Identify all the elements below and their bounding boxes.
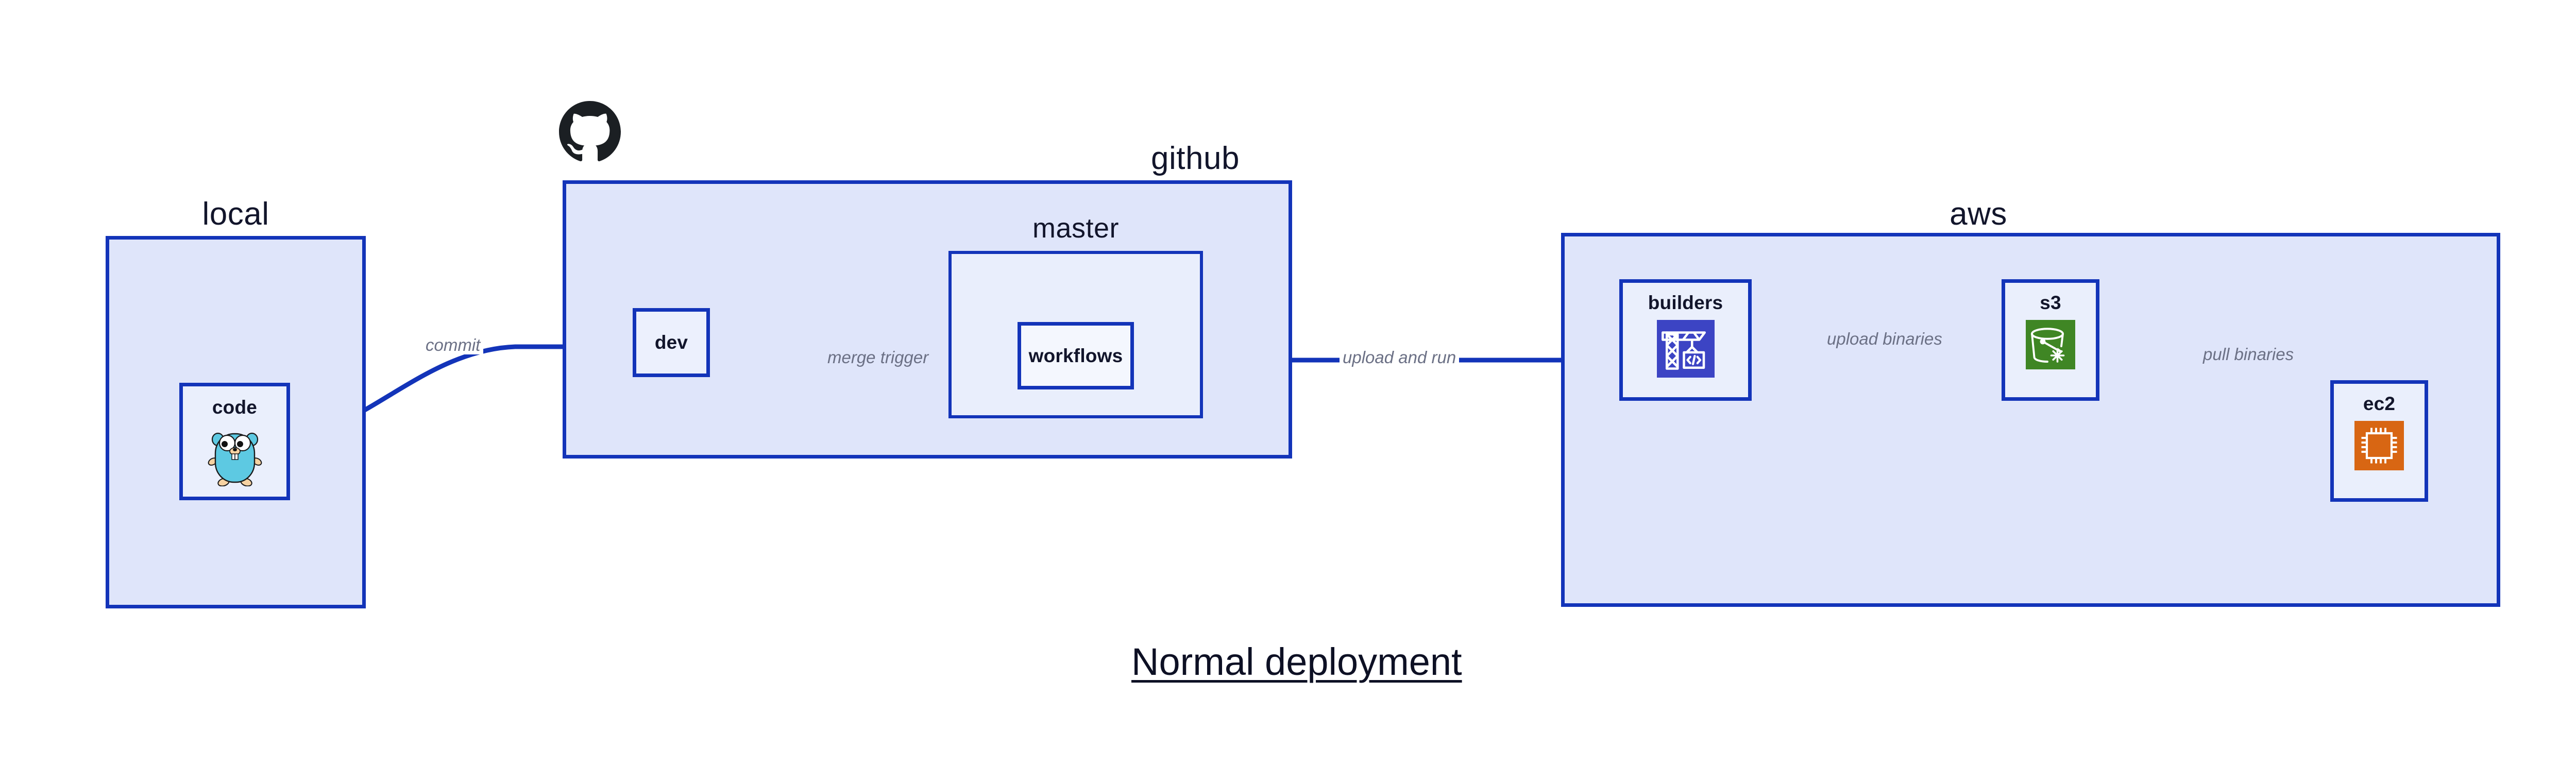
group-label-local: local — [202, 196, 269, 232]
node-label-s3: s3 — [2040, 292, 2061, 313]
page-title: Normal deployment — [1131, 640, 1462, 683]
edge-label-merge-trigger: merge trigger — [824, 348, 932, 367]
node-workflows[interactable]: workflows — [1018, 322, 1134, 389]
aws-ec2-icon — [2354, 421, 2404, 473]
node-label-code: code — [212, 397, 258, 418]
edge-label-commit: commit — [422, 335, 484, 355]
group-label-aws: aws — [1950, 196, 2007, 232]
github-octocat-icon — [559, 101, 621, 165]
edge-label-upload-and-run: upload and run — [1340, 348, 1460, 367]
node-code[interactable]: code — [179, 383, 290, 500]
edge-label-upload-binaries: upload binaries — [1824, 329, 1945, 349]
aws-s3-glacier-icon — [2026, 320, 2075, 372]
node-dev[interactable]: dev — [633, 308, 710, 377]
edge-label-pull-binaries: pull binaries — [2200, 345, 2297, 364]
group-label-github: github — [1151, 141, 1240, 176]
node-label-ec2: ec2 — [2363, 393, 2396, 414]
node-builders[interactable]: builders — [1619, 279, 1752, 401]
aws-codebuild-icon — [1656, 320, 1715, 380]
node-ec2[interactable]: ec2 — [2330, 380, 2428, 502]
node-label-builders: builders — [1648, 292, 1723, 313]
node-label-workflows: workflows — [1028, 345, 1123, 366]
subgroup-label-master: master — [1032, 213, 1120, 244]
go-gopher-icon — [206, 426, 264, 489]
node-s3[interactable]: s3 — [2002, 279, 2099, 401]
node-label-dev: dev — [654, 332, 688, 353]
